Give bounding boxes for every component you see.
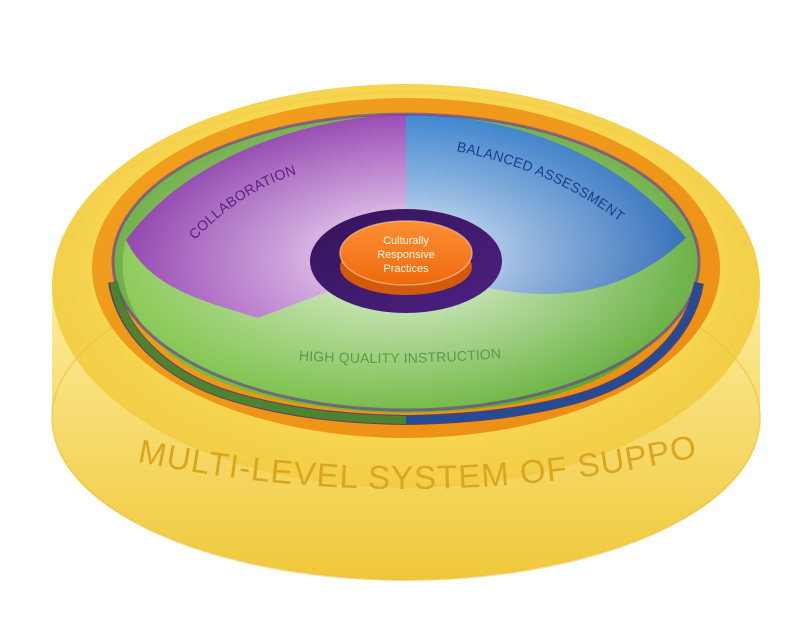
center-label-line-2: Responsive bbox=[377, 249, 434, 261]
center-label-line-1: Culturally bbox=[383, 235, 429, 247]
center-label-line-3: Practices bbox=[383, 263, 429, 275]
center-practices bbox=[310, 209, 502, 313]
high-quality-instruction-label: HIGH QUALITY INSTRUCTION bbox=[299, 345, 502, 366]
